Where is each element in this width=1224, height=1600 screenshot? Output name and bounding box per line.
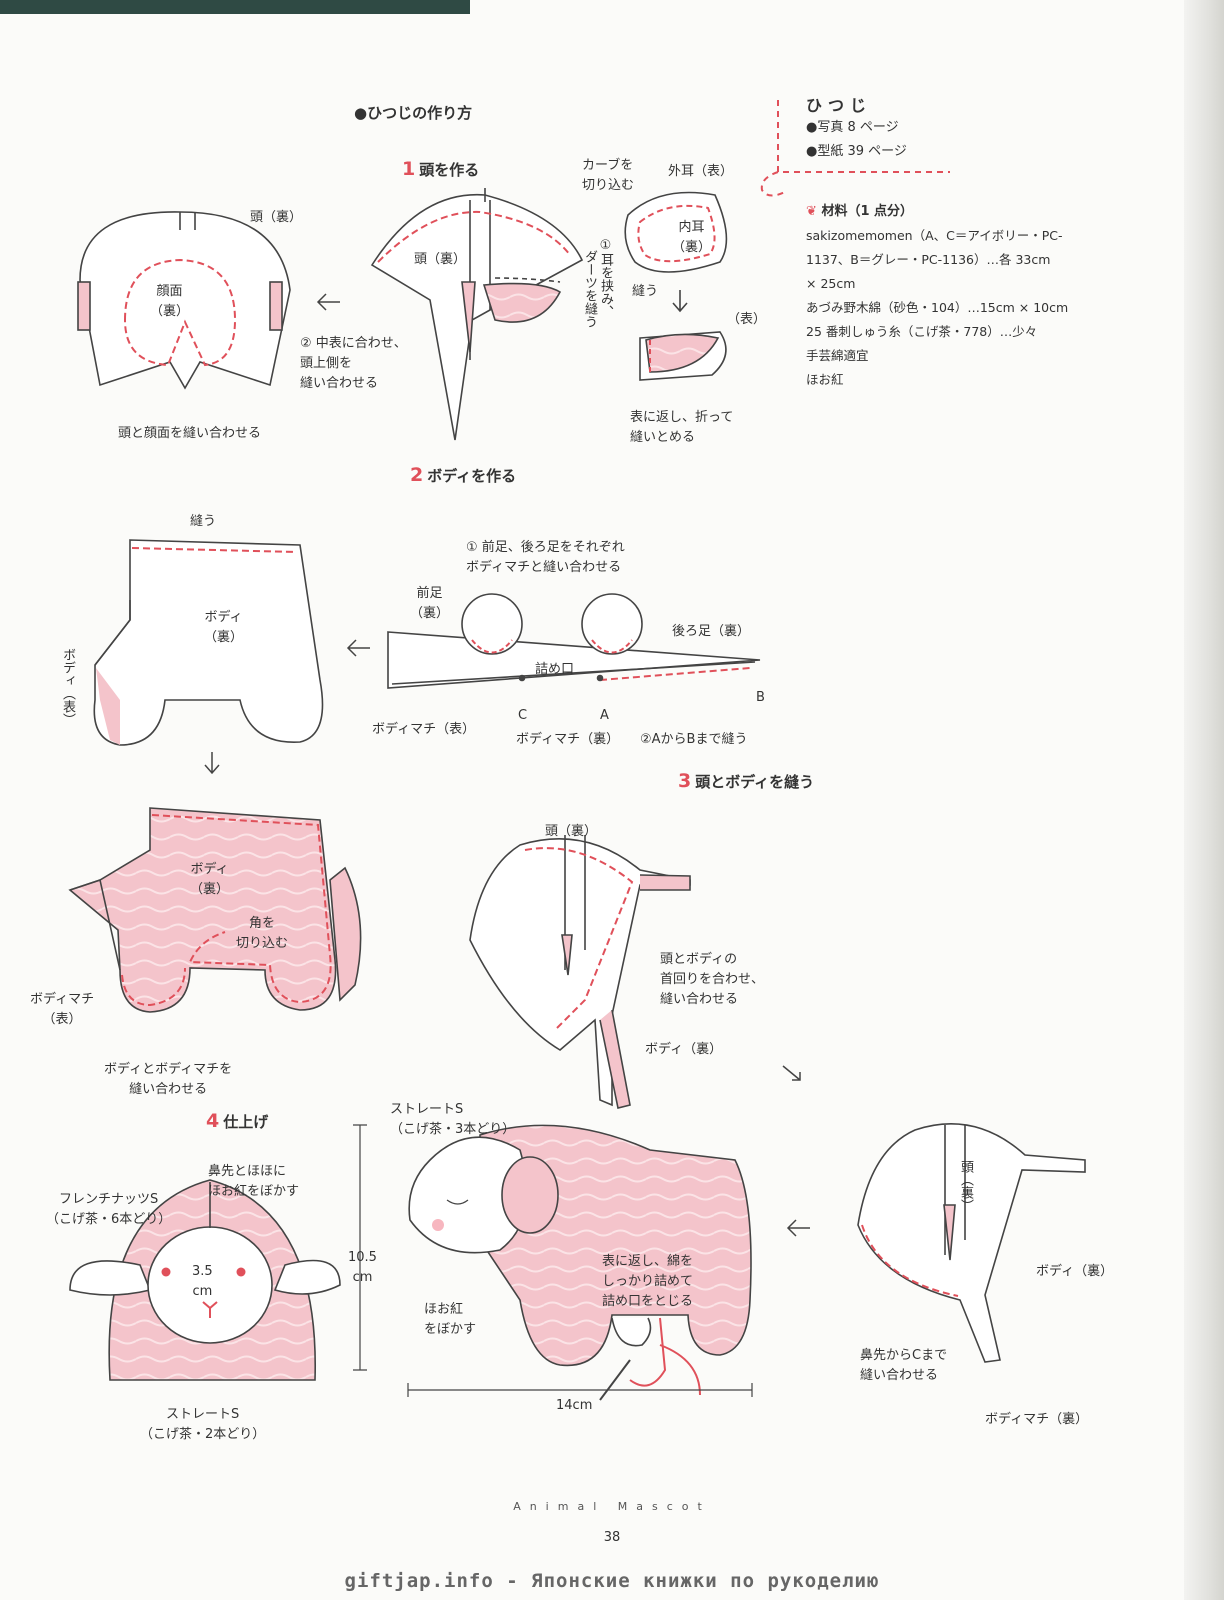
arrow-diagonal-icon bbox=[782, 1065, 801, 1081]
step4-sheep-side-diagram bbox=[408, 1124, 752, 1401]
step1-head-piece-diagram bbox=[370, 188, 584, 441]
label-stuff-note: 表に返し、綿を しっかり詰めて 詰め口をとじる bbox=[602, 1254, 694, 1309]
label-corner-cut: 角を 切り込む bbox=[236, 916, 289, 951]
top-dark-bar bbox=[0, 0, 470, 14]
label-gusset-omote-2: ボディマチ （表） bbox=[30, 992, 95, 1027]
project-name: ひつじ bbox=[806, 96, 873, 115]
step4-face-front-diagram bbox=[69, 1179, 341, 1381]
label-straight-3: ストレートS （こげ茶・3本どり） bbox=[390, 1102, 516, 1137]
label-head-ura-3: 頭（裏） bbox=[545, 824, 598, 839]
material-line: 手芸綿適宜 bbox=[806, 348, 869, 363]
label-straight-2: ストレートS （こげ茶・2本どり） bbox=[140, 1407, 266, 1442]
label-body-ura: ボディ （裏） bbox=[204, 610, 244, 645]
label-body-gusset-sew: ボディとボディマチを 縫い合わせる bbox=[104, 1062, 233, 1097]
step1-ear-diagrams bbox=[624, 191, 728, 381]
label-body-omote: ボディ（表） bbox=[60, 648, 75, 726]
label-sew: 縫う bbox=[632, 284, 659, 299]
bow-icon: ❦ bbox=[806, 204, 817, 219]
label-gusset-ura-3: ボディマチ（裏） bbox=[985, 1412, 1089, 1427]
label-cheek-blush: ほお紅 をぼかす bbox=[424, 1302, 477, 1337]
label-head-ura-vertical: 頭（裏） bbox=[958, 1160, 973, 1212]
label-face-ura: 顔面 （裏） bbox=[150, 284, 190, 319]
arrow-left-icon bbox=[786, 1219, 810, 1237]
arrow-down-icon bbox=[204, 752, 220, 775]
label-length-dim: 14cm bbox=[556, 1398, 593, 1413]
materials-heading: 材料（1 点分） bbox=[821, 204, 914, 219]
footer-brand: Animal Mascot bbox=[513, 1500, 711, 1513]
label-step2-note2: ②AからBまで縫う bbox=[640, 732, 748, 747]
label-french-knot: フレンチナッツS （こげ茶・6本どり） bbox=[46, 1192, 172, 1227]
label-height-dim: 10.5 cm bbox=[348, 1250, 377, 1285]
label-omote: （表） bbox=[727, 312, 767, 327]
label-step1-note1-a: ①耳を挟み、 bbox=[598, 238, 613, 318]
material-line: sakizomemomen（A、C＝アイボリー・PC- bbox=[806, 228, 1063, 243]
label-point-b: B bbox=[756, 690, 765, 705]
label-outer-ear: 外耳（表） bbox=[668, 164, 734, 179]
label-gusset-omote: ボディマチ（表） bbox=[372, 722, 476, 737]
label-sew-top: 縫う bbox=[190, 514, 217, 529]
material-line: あづみ野木綿（砂色・104）…15cm × 10cm bbox=[806, 300, 1069, 315]
materials-list: ❦ 材料（1 点分） sakizomemomen（A、C＝アイボリー・PC- 1… bbox=[806, 200, 1126, 392]
photo-ref: ●写真 8 ページ bbox=[806, 120, 899, 135]
label-nose-note: 鼻先からCまで 縫い合わせる bbox=[860, 1348, 948, 1383]
material-line: ほお紅 bbox=[806, 372, 844, 387]
info-dashed-frame bbox=[760, 100, 950, 197]
pattern-ref: ●型紙 39 ページ bbox=[806, 144, 907, 159]
label-step1-note2: ② 中表に合わせ、 頭上側を 縫い合わせる bbox=[300, 336, 407, 391]
step2-body-gusset-sewn-diagram bbox=[68, 807, 362, 1013]
info-box: ひつじ ●写真 8 ページ ●型紙 39 ページ bbox=[806, 92, 907, 164]
page-header-title: ●ひつじの作り方 bbox=[354, 104, 473, 122]
label-neck-note: 頭とボディの 首回りを合わせ、 縫い合わせる bbox=[660, 952, 765, 1007]
label-turn-fold: 表に返し、折って 縫いとめる bbox=[630, 410, 734, 445]
label-head-face-sew: 頭と顔面を縫い合わせる bbox=[118, 426, 262, 441]
label-front-leg: 前足 （裏） bbox=[410, 586, 450, 621]
step3-nose-seam-diagram bbox=[857, 1123, 1086, 1363]
label-head-ura-2: 頭（裏） bbox=[414, 252, 467, 267]
label-face-width: 3.5 cm bbox=[192, 1264, 213, 1299]
watermark-text: giftjap.info - Японские книжки по рукоде… bbox=[344, 1570, 880, 1592]
material-line: 25 番刺しゅう糸（こげ茶・778）…少々 bbox=[806, 324, 1038, 339]
material-line: 1137、B＝グレー・PC-1136）…各 33cm bbox=[806, 252, 1051, 267]
step2-gusset-diagram bbox=[387, 593, 761, 689]
label-head-ura: 頭（裏） bbox=[250, 210, 303, 225]
label-gusset-ura: ボディマチ（裏） bbox=[516, 732, 620, 747]
label-step1-note1-b: ダーツを縫う bbox=[582, 250, 597, 328]
arrow-left-icon bbox=[316, 293, 340, 311]
page-number: 38 bbox=[603, 1530, 621, 1545]
label-point-a: A bbox=[600, 708, 609, 723]
arrow-left-icon bbox=[346, 639, 370, 657]
label-stuffing-opening: 詰め口 bbox=[535, 662, 575, 677]
dimension-lines bbox=[353, 1124, 753, 1397]
label-point-c: C bbox=[518, 708, 528, 723]
label-curve-cut: カーブを 切り込む bbox=[582, 158, 635, 193]
label-body-ura-4: ボディ（裏） bbox=[1036, 1264, 1114, 1279]
book-spine-edge bbox=[1184, 0, 1224, 1600]
material-line: × 25cm bbox=[806, 276, 856, 291]
step2-body-flat-diagram bbox=[93, 539, 324, 746]
label-blush-note: 鼻先とほほに ほお紅をぼかす bbox=[208, 1164, 300, 1199]
label-inner-ear: 内耳 （裏） bbox=[672, 220, 712, 255]
label-body-ura-2: ボディ （裏） bbox=[190, 862, 230, 897]
label-step2-note1: ① 前足、後ろ足をそれぞれ ボディマチと縫い合わせる bbox=[466, 540, 625, 575]
label-back-leg: 後ろ足（裏） bbox=[672, 624, 751, 639]
label-body-ura-3: ボディ（裏） bbox=[645, 1042, 723, 1057]
step3-head-body-diagram bbox=[469, 835, 691, 1109]
step1-face-head-diagram bbox=[77, 211, 291, 390]
